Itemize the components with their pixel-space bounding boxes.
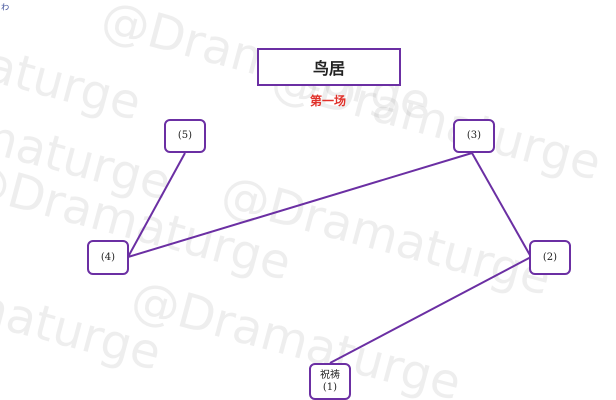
edge-4-3 bbox=[127, 152, 473, 258]
subtitle: 第一场 bbox=[309, 94, 346, 108]
node-5: (5) bbox=[164, 119, 206, 153]
node-label: (4) bbox=[100, 251, 116, 263]
title-text: 鸟居 bbox=[312, 59, 345, 78]
title-box: 鸟居 bbox=[257, 48, 401, 86]
node-label: (5) bbox=[177, 130, 193, 142]
node-label: (1) bbox=[322, 381, 338, 393]
edge-5-4 bbox=[127, 152, 186, 258]
corner-mark: ゎ bbox=[0, 2, 10, 13]
node-4: (4) bbox=[87, 240, 129, 275]
node-label: (2) bbox=[542, 251, 558, 263]
node-1: 祝祷 (1) bbox=[309, 363, 351, 400]
node-2: (2) bbox=[529, 240, 571, 275]
node-name: 祝祷 bbox=[320, 370, 340, 381]
edge-3-2 bbox=[471, 152, 532, 258]
edge-2-1 bbox=[329, 256, 532, 364]
node-3: (3) bbox=[453, 119, 495, 153]
node-label: (3) bbox=[466, 130, 482, 142]
